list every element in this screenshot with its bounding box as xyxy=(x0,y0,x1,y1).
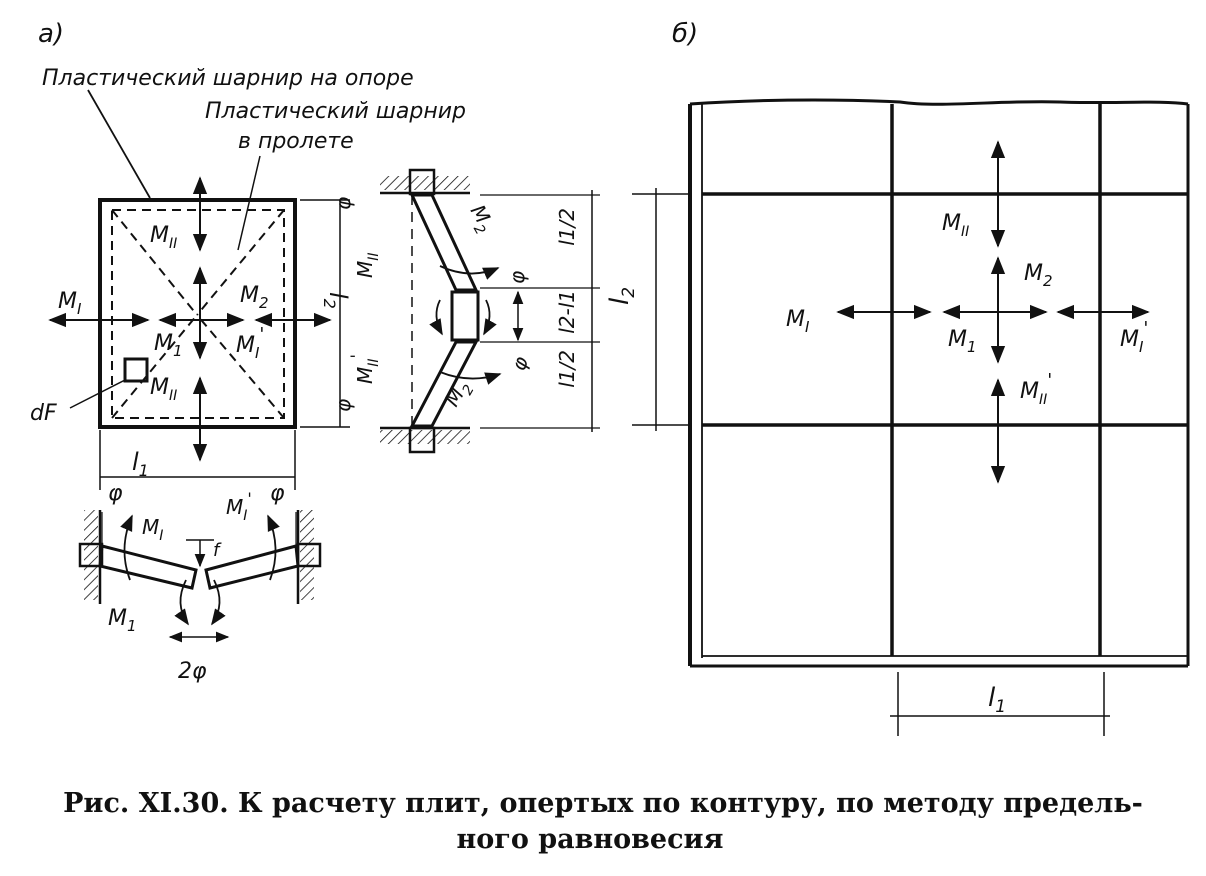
label-section-m1: M1 xyxy=(108,606,137,635)
label-2phi: 2φ xyxy=(178,659,207,684)
label-l2: l2 xyxy=(320,292,352,309)
label-phi-bottom: φ xyxy=(331,399,355,412)
label-dim-l2-minus-l1: l2-l1 xyxy=(555,290,579,334)
label-b-m-II-prime: MII' xyxy=(1020,370,1052,408)
panel-a-tag: а) xyxy=(38,19,64,49)
label-dF: dF xyxy=(30,401,57,426)
label-section-m-I-prime: MI' xyxy=(226,489,252,524)
label-section-m-I: MI xyxy=(142,515,163,544)
callout-support-hinge: Пластический шарнир на опоре xyxy=(42,66,414,91)
support-hinge-lines xyxy=(111,209,285,419)
rotation-arrow-m1-left xyxy=(174,579,189,626)
label-phi-mid-top: φ xyxy=(505,271,529,284)
support-right-hatch xyxy=(300,510,314,600)
yield-line-4 xyxy=(196,314,285,419)
label-b-m2: M2 xyxy=(1024,261,1053,290)
label-b-m-I: MI xyxy=(786,307,810,336)
label-f: f xyxy=(213,540,222,561)
callout-span-hinge-1: Пластический шарнир xyxy=(205,99,466,124)
caption-line-1: Рис. XI.30. К расчету плит, опертых по к… xyxy=(63,788,1143,819)
label-b-l1: l1 xyxy=(988,683,1006,717)
yield-line-2 xyxy=(196,209,285,316)
label-m2: M2 xyxy=(240,283,269,312)
element-dF xyxy=(123,357,149,383)
caption-line-2: ного равновесия xyxy=(457,824,724,855)
label-section-m2-top: M2 xyxy=(461,201,499,238)
leader-dF xyxy=(69,379,126,409)
label-dim-l1-half-top: l1/2 xyxy=(555,208,579,246)
support-top-hatch xyxy=(380,176,470,190)
slab-top-edge-break xyxy=(689,98,1189,106)
label-b-m-I-prime: MI' xyxy=(1120,318,1148,356)
slab-left-part xyxy=(98,544,198,590)
label-section-m-II: MII xyxy=(353,252,382,278)
label-phi-top: φ xyxy=(331,197,355,210)
section-l1-deflected: f φ φ MI MI' M1 2φ xyxy=(78,481,322,684)
label-m-I: MI xyxy=(58,289,82,318)
panel-b-tag: б) xyxy=(672,19,698,49)
slab-right-part xyxy=(204,544,300,590)
panel-a: а) Пластический шарнир на опоре Пластиче… xyxy=(30,19,600,684)
support-bottom-block xyxy=(408,426,436,454)
label-b-l2: l2 xyxy=(605,287,639,305)
label-m1: M1 xyxy=(154,331,183,360)
slab-top-part xyxy=(409,193,479,292)
caption: Рис. XI.30. К расчету плит, опертых по к… xyxy=(63,788,1143,855)
rotation-arrow-middle-left xyxy=(429,299,443,336)
label-dim-l1-half-bottom: l1/2 xyxy=(555,350,579,388)
label-b-m1: M1 xyxy=(948,327,977,356)
label-m-II: MII xyxy=(150,223,177,252)
callout-leader-support xyxy=(87,89,151,199)
slab-middle-part xyxy=(450,290,480,342)
label-section-m2-bottom: M2 xyxy=(440,376,478,413)
callout-leader-span xyxy=(237,155,261,251)
callout-span-hinge-2: в пролете xyxy=(238,129,354,154)
support-left-hatch xyxy=(84,510,98,600)
label-phi-right: φ xyxy=(270,481,285,506)
label-section-m-II-prime: MII' xyxy=(347,354,382,384)
label-b-m-II: MII xyxy=(942,211,969,240)
rotation-arrow-m-I-prime xyxy=(267,514,280,581)
label-l1: l1 xyxy=(132,448,149,480)
yield-line-3 xyxy=(111,314,198,419)
section-l2-deflected: MII MII' M2 M2 φ φ φ φ l1/2 l2-l1 l1/2 xyxy=(331,168,600,454)
yield-line-1 xyxy=(111,209,198,316)
support-bottom-hatch xyxy=(380,430,470,444)
rotation-arrow-m1-right xyxy=(211,579,226,626)
label-phi-left: φ xyxy=(108,481,123,506)
rotation-arrow-m-I xyxy=(120,514,133,581)
plate-outline xyxy=(98,198,297,429)
label-m-I-prime: MI' xyxy=(236,324,264,362)
label-m-II-prime: MII xyxy=(150,375,177,404)
rotation-arrow-middle-right xyxy=(483,299,497,336)
panel-b: б) MII M2 MI M1 MI' MII' l2 xyxy=(605,19,1190,736)
slab-bottom-part xyxy=(409,340,479,428)
rotation-arrow-m2-top xyxy=(439,265,500,280)
label-phi-mid-bottom: φ xyxy=(506,353,533,374)
rotation-arrow-m2-bottom xyxy=(439,371,502,385)
